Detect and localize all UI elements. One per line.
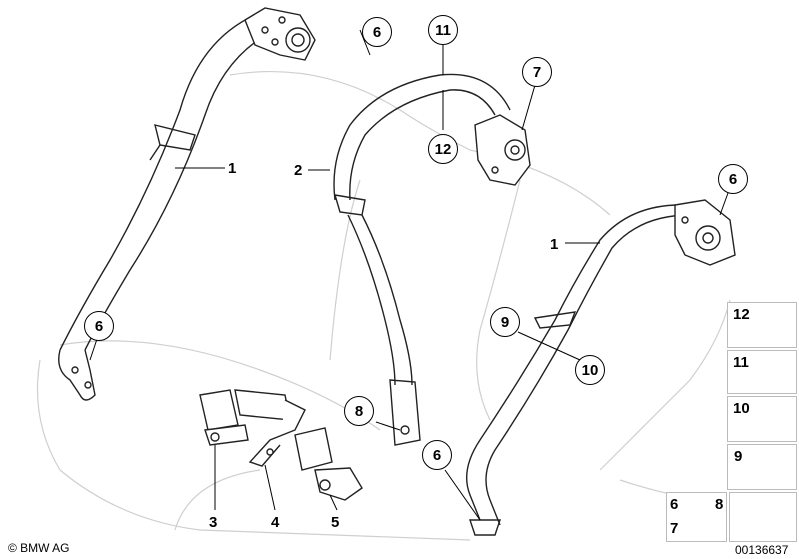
callout-11: 11 — [428, 15, 458, 45]
seat-outline — [36, 70, 731, 541]
callout-9: 9 — [490, 307, 520, 337]
legend-label-9: 9 — [734, 448, 743, 465]
label-5: 5 — [331, 514, 340, 531]
label-2: 2 — [294, 162, 303, 179]
legend-item-arrow — [729, 492, 797, 542]
retractor-left — [244, 7, 316, 61]
callout-6-bottom: 6 — [422, 440, 452, 470]
legend-label-10: 10 — [733, 400, 750, 417]
buckle-3 — [199, 389, 249, 446]
legend-label-11: 11 — [733, 354, 749, 371]
label-3: 3 — [209, 514, 218, 531]
callout-10: 10 — [575, 355, 605, 385]
legend-label-12: 12 — [733, 306, 750, 323]
callout-8: 8 — [344, 396, 374, 426]
legend-item-9 — [727, 444, 797, 490]
callout-6-right: 6 — [718, 164, 748, 194]
label-4: 4 — [271, 514, 280, 531]
brand-copyright: © BMW AG — [8, 541, 70, 555]
leader-lines — [89, 29, 729, 521]
legend-item-10 — [727, 396, 797, 442]
legend-item-bolt — [666, 492, 727, 542]
belt-left — [58, 14, 276, 401]
legend-item-11 — [727, 350, 797, 394]
callout-6-top: 6 — [362, 17, 392, 47]
part-number: 00136637 — [735, 543, 789, 557]
label-1-left: 1 — [228, 160, 237, 177]
legend-bolt-label-8: 8 — [715, 496, 724, 513]
belt-right — [466, 204, 691, 536]
callout-7: 7 — [522, 57, 552, 87]
buckle-4 — [234, 389, 306, 467]
legend-bolt-label-7: 7 — [670, 520, 679, 537]
label-1-right: 1 — [550, 236, 559, 253]
retractor-middle — [474, 114, 531, 186]
retractor-right — [674, 199, 736, 266]
legend-item-12 — [727, 302, 797, 348]
belt-middle — [333, 73, 511, 446]
legend-bolt-label-6: 6 — [670, 496, 679, 513]
callout-12: 12 — [428, 134, 458, 164]
callout-6-left: 6 — [84, 311, 114, 341]
buckle-5 — [294, 427, 363, 501]
